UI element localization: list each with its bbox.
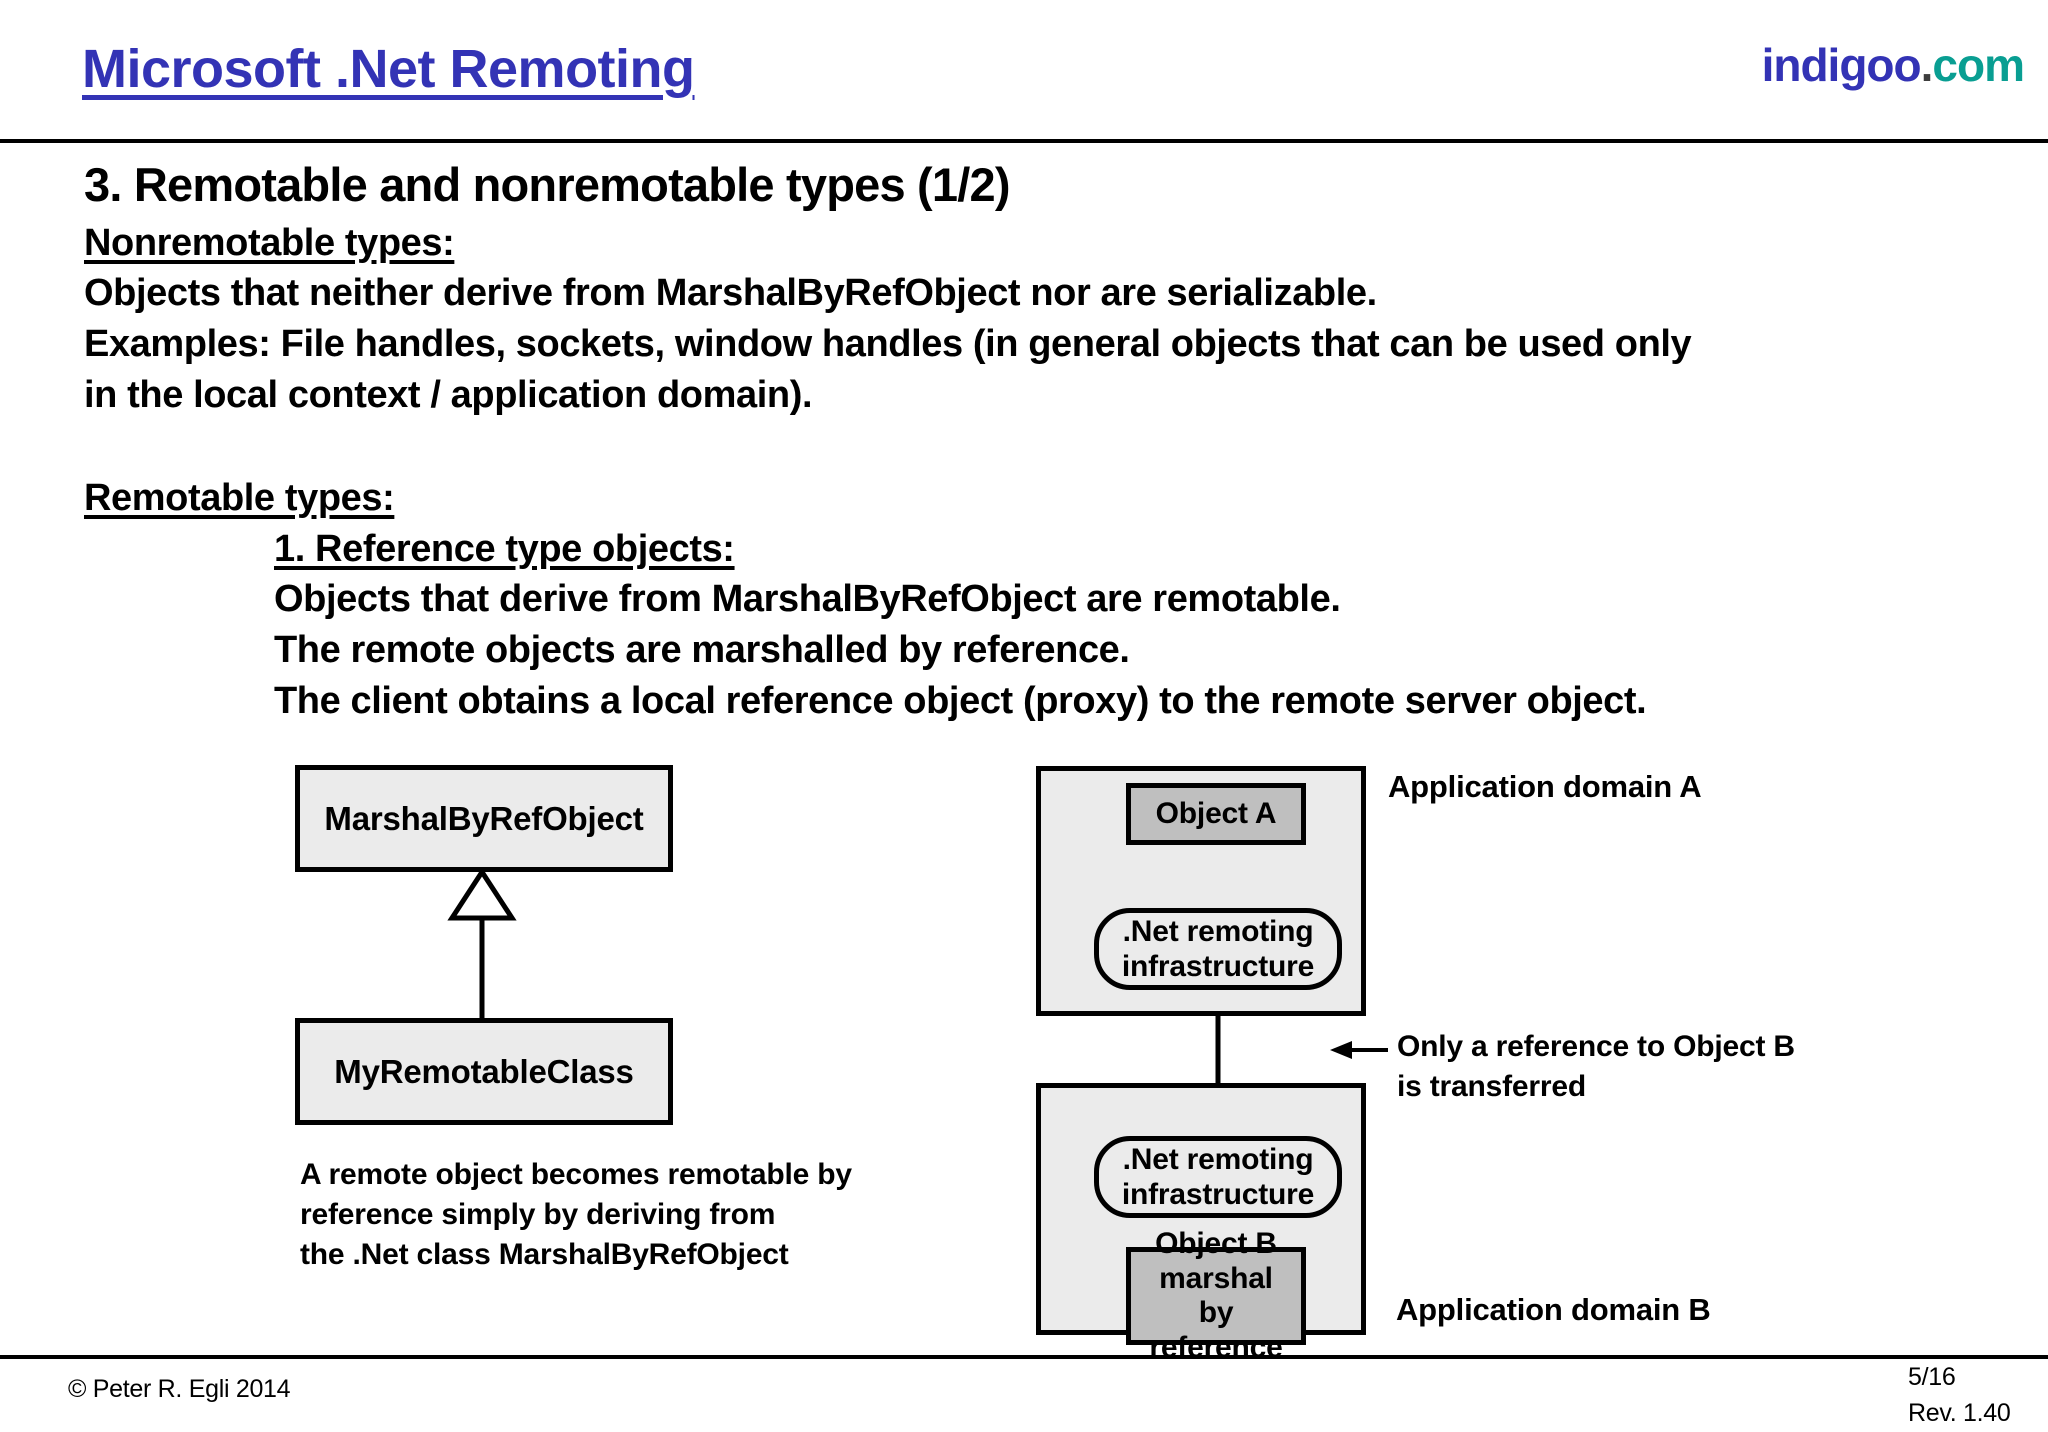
uml-derived-class-label: MyRemotableClass bbox=[334, 1052, 634, 1090]
annotation-leader-arrowhead-icon bbox=[1330, 1041, 1352, 1059]
dotnet-remoting-infrastructure-a-box: .Net remoting infrastructure bbox=[1094, 908, 1342, 990]
uml-caption: A remote object becomes remotable by ref… bbox=[300, 1158, 852, 1271]
section-heading-remotable: Remotable types: bbox=[84, 477, 395, 519]
page-title: Microsoft .Net Remoting bbox=[82, 39, 695, 99]
uml-class-box-base: MarshalByRefObject bbox=[295, 765, 673, 872]
uml-class-box-derived: MyRemotableClass bbox=[295, 1018, 673, 1125]
footer-page-number: 5/16 bbox=[1908, 1363, 1956, 1391]
object-b-line-2: marshal bbox=[1159, 1261, 1273, 1295]
nonremotable-line-1: Objects that neither derive from Marshal… bbox=[84, 272, 1377, 314]
object-b-line-1: Object B bbox=[1155, 1227, 1277, 1260]
uml-hollow-triangle-icon bbox=[447, 867, 517, 921]
reference-transfer-annotation: Only a reference to Object B is transfer… bbox=[1397, 1030, 1795, 1103]
brand-tld: com bbox=[1932, 39, 2025, 91]
object-b-box: Object B marshal by reference bbox=[1126, 1227, 1306, 1364]
application-domain-b-label: Application domain B bbox=[1396, 1292, 1711, 1327]
infra-b-line-2: infrastructure bbox=[1121, 1178, 1315, 1211]
nonremotable-line-3: in the local context / application domai… bbox=[84, 374, 813, 416]
footer-divider bbox=[0, 1355, 2048, 1359]
object-a-box: Object A bbox=[1126, 783, 1306, 845]
brand-dot: . bbox=[1920, 39, 1934, 91]
brand-logo: indigoo.com bbox=[1761, 38, 2025, 92]
infra-b-line-1: .Net remoting bbox=[1122, 1142, 1314, 1176]
uml-base-class-label: MarshalByRefObject bbox=[324, 799, 644, 837]
footer-revision: Rev. 1.40 bbox=[1908, 1399, 2011, 1428]
page-header: Microsoft .Net Remoting indigoo.com bbox=[0, 0, 2048, 143]
slide-heading: 3. Remotable and nonremotable types (1/2… bbox=[84, 158, 1011, 211]
remotable-line-2: The remote objects are marshalled by ref… bbox=[274, 629, 1130, 671]
section-heading-nonremotable: Nonremotable types: bbox=[84, 222, 455, 264]
application-domain-a-label: Application domain A bbox=[1388, 769, 1702, 804]
nonremotable-line-2: Examples: File handles, sockets, window … bbox=[84, 323, 1692, 365]
infra-a-line-2: infrastructure bbox=[1121, 950, 1315, 983]
header-divider bbox=[0, 139, 2048, 143]
remotable-line-1: Objects that derive from MarshalByRefObj… bbox=[274, 578, 1341, 620]
footer-page-info: 5/16 Rev. 1.40 bbox=[1908, 1359, 2028, 1432]
remotable-line-3: The client obtains a local reference obj… bbox=[274, 680, 1647, 722]
infra-a-line-1: .Net remoting bbox=[1122, 914, 1314, 948]
dotnet-remoting-infrastructure-b-box: .Net remoting infrastructure bbox=[1094, 1136, 1342, 1218]
object-a-label: Object A bbox=[1155, 796, 1277, 830]
footer-copyright: © Peter R. Egli 2014 bbox=[68, 1375, 291, 1403]
brand-name: indigoo bbox=[1761, 39, 1922, 91]
subsection-heading-reference-types: 1. Reference type objects: bbox=[274, 528, 735, 570]
